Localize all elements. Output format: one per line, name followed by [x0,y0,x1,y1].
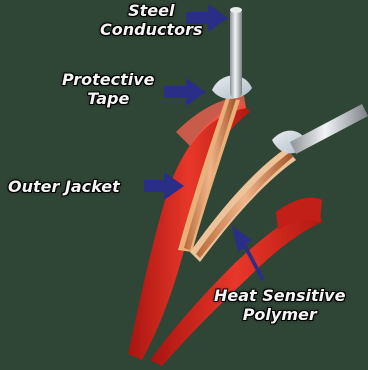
label-heat-sensitive-polymer-line2: Polymer [214,305,345,324]
label-protective-tape: Protective Tape [62,70,155,108]
label-steel-conductors-line1: Steel [100,1,203,20]
label-heat-sensitive-polymer-line1: Heat Sensitive [214,286,345,305]
label-outer-jacket: Outer Jacket [8,177,120,196]
label-outer-jacket-line1: Outer Jacket [8,177,120,196]
label-protective-tape-line1: Protective [62,70,155,89]
label-steel-conductors-line2: Conductors [100,20,203,39]
steel-conductor-rod [230,8,242,98]
label-protective-tape-line2: Tape [62,89,155,108]
label-heat-sensitive-polymer: Heat Sensitive Polymer [214,286,345,324]
arrow-protective-tape [164,78,206,106]
label-steel-conductors: Steel Conductors [100,1,203,39]
